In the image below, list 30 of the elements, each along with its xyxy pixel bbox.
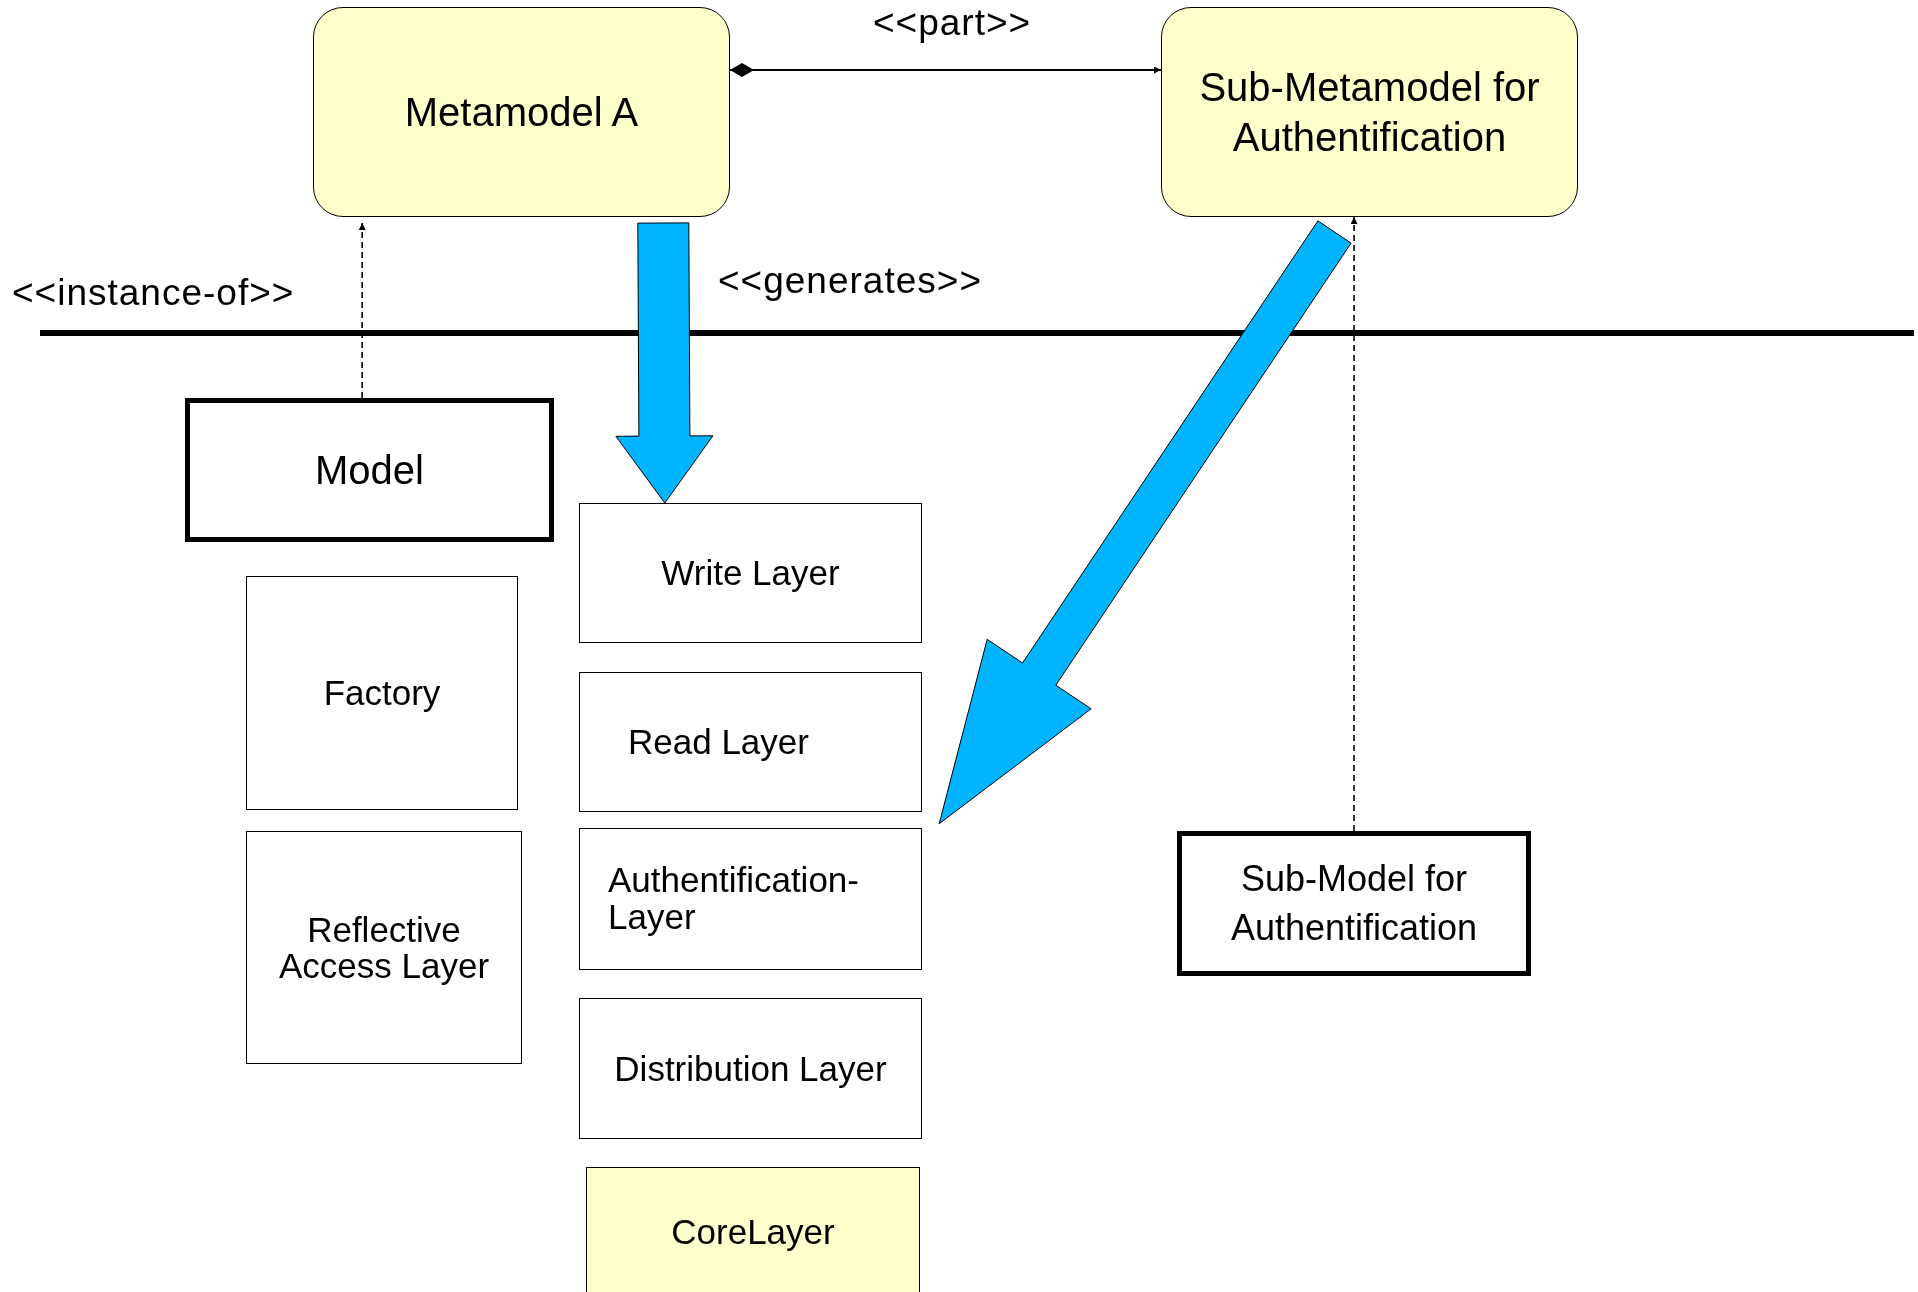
dashed-arrow bbox=[1350, 216, 1358, 832]
arrow bbox=[729, 63, 1162, 77]
box-label: Sub-Metamodel for Authentification bbox=[1198, 64, 1541, 161]
layer-box bbox=[586, 1167, 920, 1292]
box-label: Sub-Model for Authentification bbox=[1229, 856, 1479, 950]
block-arrow bbox=[938, 220, 1352, 825]
stereotype-label: <<instance-of>> bbox=[12, 272, 295, 314]
box-label: Metamodel A bbox=[404, 89, 639, 136]
box-label: Distribution Layer bbox=[614, 1047, 887, 1090]
metamodel-box bbox=[313, 7, 730, 217]
block-arrow bbox=[615, 222, 714, 504]
layer-box bbox=[579, 998, 922, 1139]
stereotype-label: <<generates>> bbox=[718, 260, 982, 302]
edge-label: <<part>> bbox=[873, 2, 1032, 44]
box-label: Write Layer bbox=[661, 552, 840, 595]
box-label: Factory bbox=[323, 672, 441, 715]
box-label: Model bbox=[315, 447, 424, 494]
box-label: Read Layer bbox=[628, 721, 809, 764]
model-box bbox=[185, 398, 554, 542]
layer-box bbox=[579, 503, 922, 643]
box-label: Reflective Access Layer bbox=[277, 911, 491, 984]
layer-box bbox=[579, 828, 922, 970]
layer-box bbox=[246, 576, 518, 810]
layer-box bbox=[579, 672, 922, 812]
model-box bbox=[1177, 831, 1531, 976]
layer-box bbox=[246, 831, 522, 1064]
dashed-arrow bbox=[358, 222, 366, 399]
metamodel-box bbox=[1161, 7, 1578, 217]
box-label: Authentification-Layer bbox=[608, 862, 860, 936]
box-label: CoreLayer bbox=[671, 1211, 835, 1253]
